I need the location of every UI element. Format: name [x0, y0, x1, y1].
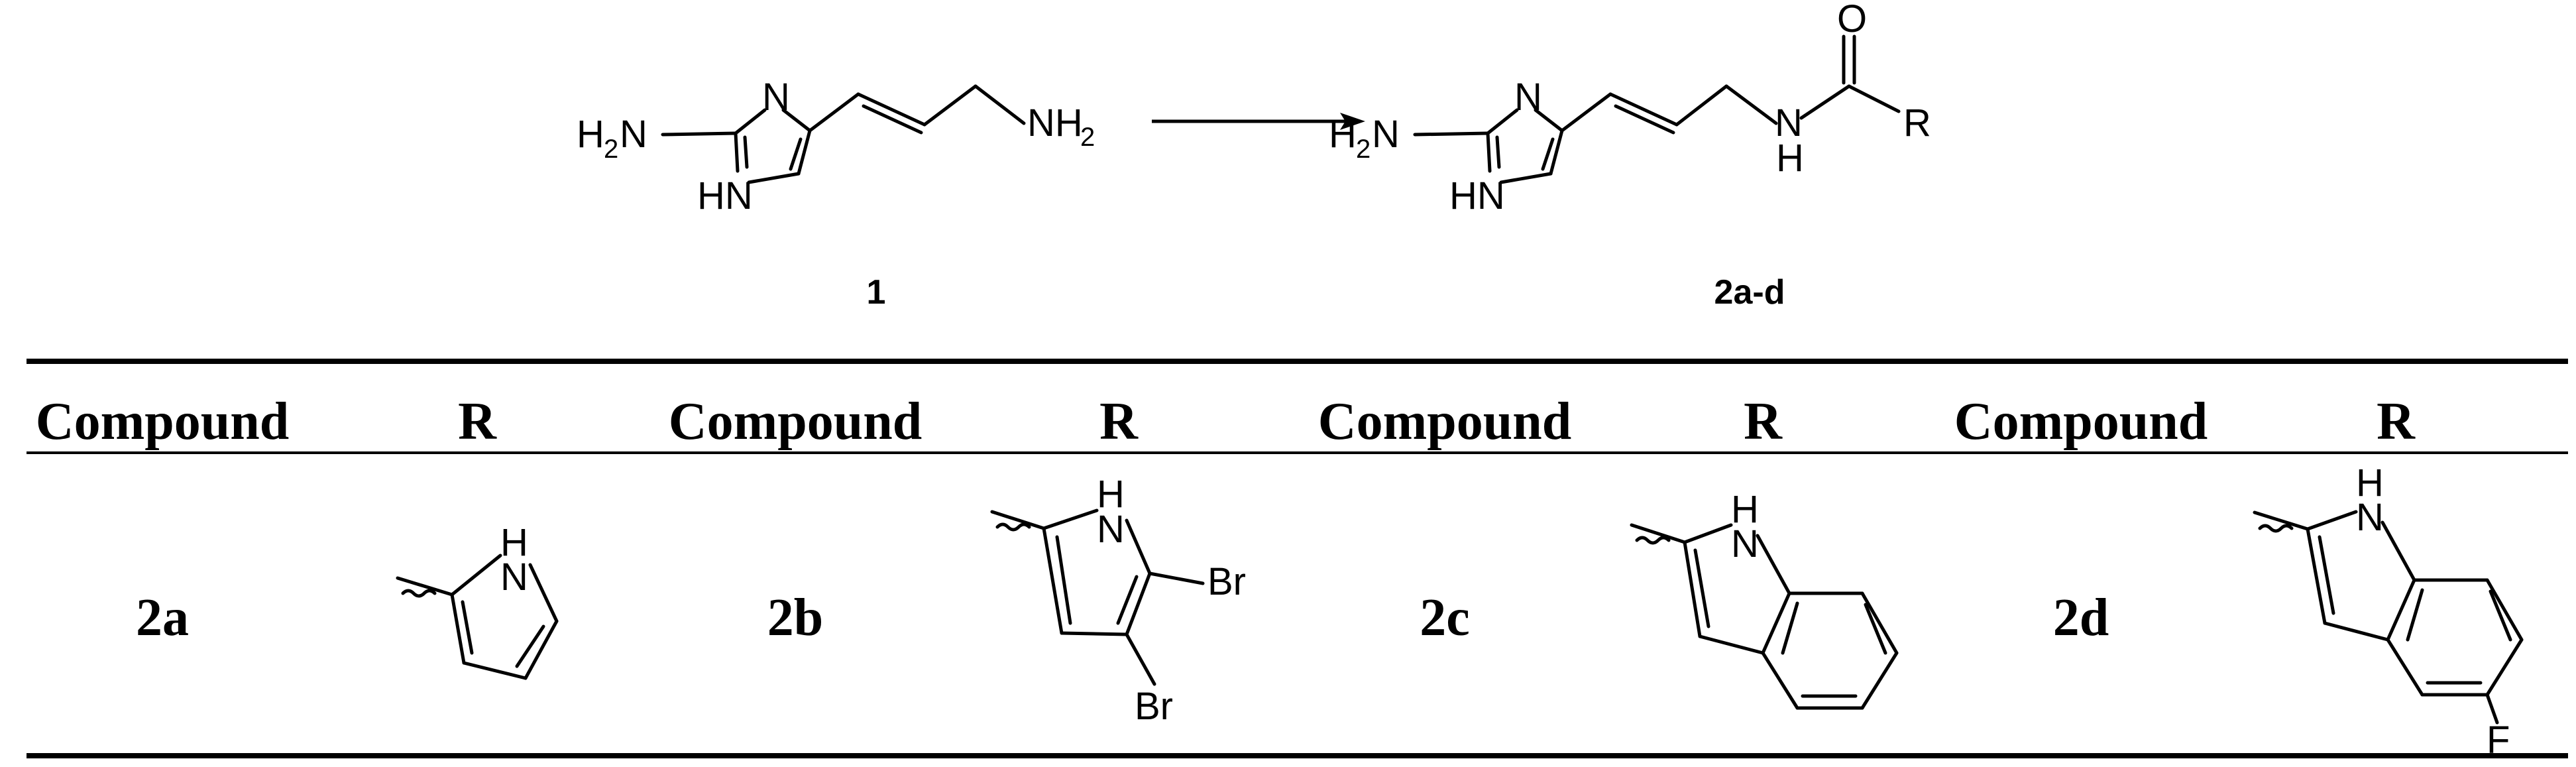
atom-N: N	[1514, 76, 1542, 119]
compound-2b: 2b	[767, 589, 824, 647]
atom-Br-2: Br	[1135, 685, 1173, 728]
atom-NH-N: N	[1097, 508, 1125, 551]
structure-2a: H N	[396, 521, 559, 680]
atom-NH-N: N	[2356, 496, 2384, 539]
compound-2c: 2c	[1420, 589, 1470, 647]
header-compound-1: Compound	[36, 392, 289, 451]
header-r-4: R	[2377, 392, 2416, 451]
atom-H2N-N: N	[1372, 113, 1400, 156]
atom-N: N	[762, 76, 790, 119]
header-r-2: R	[1099, 392, 1139, 451]
atom-NH-H: H	[2356, 461, 2384, 504]
structure-2b: H N Br Br	[990, 473, 1246, 728]
product-structure: N HN H 2 N N H O R	[1329, 0, 1931, 217]
atom-NH-H: H	[500, 521, 528, 564]
reaction-arrow	[1152, 113, 1365, 130]
atom-HN: HN	[697, 174, 753, 217]
structure-2d: H N F	[2253, 461, 2524, 762]
atom-NH-H: H	[1097, 473, 1125, 516]
atom-F: F	[2487, 719, 2510, 762]
atom-NH2-subscript: 2	[1080, 123, 1095, 152]
reactant-label: 1	[867, 273, 886, 312]
atom-NH2: NH	[1027, 101, 1083, 145]
atom-O: O	[1837, 0, 1867, 40]
reaction-scheme: N HN H 2 N NH 2	[577, 0, 1931, 312]
atom-Br-1: Br	[1207, 560, 1246, 603]
atom-H2N-subscript: 2	[604, 135, 618, 164]
atom-amide-H: H	[1776, 137, 1804, 180]
structure-2c: H N	[1630, 488, 1899, 710]
reactant-structure: N HN H 2 N NH 2	[577, 76, 1095, 217]
header-compound-4: Compound	[1954, 392, 2208, 451]
atom-NH-N: N	[1731, 522, 1759, 565]
header-compound-3: Compound	[1318, 392, 1571, 451]
atom-HN: HN	[1449, 174, 1505, 217]
header-r-3: R	[1744, 392, 1783, 451]
atom-H2N-H: H	[577, 113, 604, 156]
atom-NH-N: N	[500, 556, 528, 599]
atom-R: R	[1903, 101, 1931, 145]
header-compound-2: Compound	[669, 392, 922, 451]
header-r-1: R	[458, 392, 497, 451]
atom-H2N-subscript: 2	[1356, 135, 1371, 164]
product-label: 2a-d	[1714, 273, 1785, 312]
atom-H2N-N: N	[620, 113, 647, 156]
compound-2d: 2d	[2053, 589, 2109, 647]
atom-NH-H: H	[1731, 488, 1759, 531]
atom-H2N-H: H	[1329, 113, 1357, 156]
imidazole-ring-bonds	[734, 108, 767, 135]
atom-amide-N: N	[1775, 101, 1803, 145]
substituent-table: Compound R Compound R Compound R Compoun…	[27, 359, 2568, 762]
compound-2a: 2a	[136, 589, 189, 647]
